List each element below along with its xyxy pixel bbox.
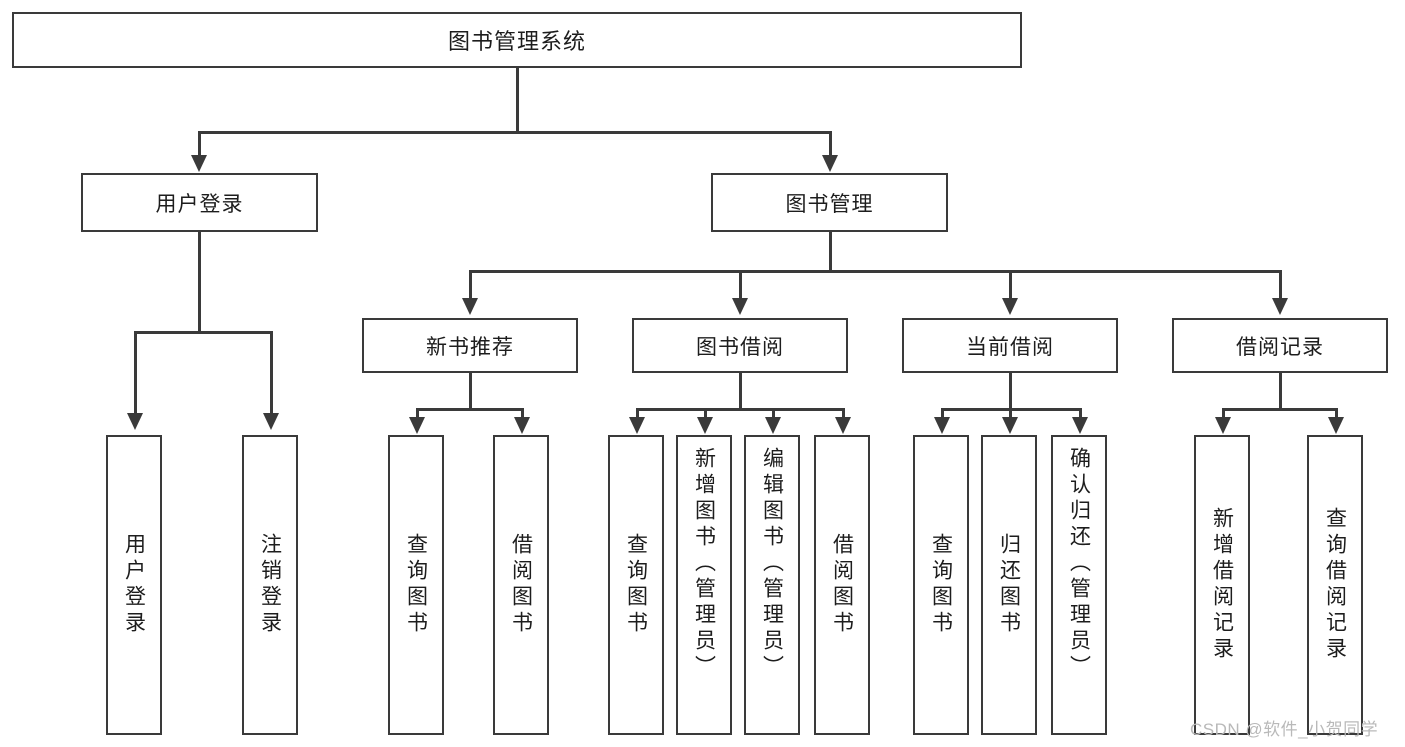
connector-drop-leaf-return-book bbox=[1009, 408, 1012, 419]
arrow-leaf-user-login bbox=[127, 413, 143, 430]
arrow-leaf-query-book-1 bbox=[409, 417, 425, 434]
connector-user-login-bus bbox=[134, 331, 272, 334]
arrow-borrow-record bbox=[1272, 298, 1288, 315]
node-leaf-confirm-return[interactable]: 确认归还（管理员） bbox=[1051, 435, 1107, 735]
arrow-leaf-borrow-book-2 bbox=[835, 417, 851, 434]
connector-drop-book-management bbox=[829, 131, 832, 157]
arrow-book-management bbox=[822, 155, 838, 172]
node-root-system[interactable]: 图书管理系统 bbox=[12, 12, 1022, 68]
arrow-leaf-return-book bbox=[1002, 417, 1018, 434]
connector-book-borrow-bus bbox=[636, 408, 844, 411]
connector-drop-new-book-recommend bbox=[469, 270, 472, 300]
connector-drop-leaf-confirm-return bbox=[1079, 408, 1082, 419]
connector-current-borrow-stem bbox=[1009, 373, 1012, 410]
arrow-leaf-borrow-book-1 bbox=[514, 417, 530, 434]
arrow-leaf-add-record bbox=[1215, 417, 1231, 434]
arrow-leaf-query-book-2 bbox=[629, 417, 645, 434]
connector-drop-leaf-query-book-1 bbox=[416, 408, 419, 419]
node-leaf-user-login[interactable]: 用户登录 bbox=[106, 435, 162, 735]
arrow-user-login bbox=[191, 155, 207, 172]
arrow-current-borrow bbox=[1002, 298, 1018, 315]
connector-level2-bus bbox=[198, 131, 832, 134]
arrow-leaf-logout bbox=[263, 413, 279, 430]
arrow-book-borrow bbox=[732, 298, 748, 315]
connector-borrow-record-bus bbox=[1222, 408, 1337, 411]
node-book-management[interactable]: 图书管理 bbox=[711, 173, 948, 232]
node-leaf-query-book-2[interactable]: 查询图书 bbox=[608, 435, 664, 735]
connector-drop-user-login bbox=[198, 131, 201, 157]
watermark-text: CSDN @软件_小贺同学 bbox=[1190, 720, 1379, 739]
node-leaf-query-book-1[interactable]: 查询图书 bbox=[388, 435, 444, 735]
connector-book-borrow-stem bbox=[739, 373, 742, 410]
node-leaf-add-book[interactable]: 新增图书（管理员） bbox=[676, 435, 732, 735]
arrow-leaf-edit-book bbox=[765, 417, 781, 434]
connector-drop-leaf-user-login bbox=[134, 331, 137, 415]
connector-new-book-recommend-bus bbox=[416, 408, 523, 411]
connector-root-stem bbox=[516, 68, 519, 131]
connector-drop-leaf-add-book bbox=[704, 408, 707, 419]
connector-user-login-stem bbox=[198, 232, 201, 333]
connector-drop-leaf-edit-book bbox=[772, 408, 775, 419]
node-borrow-record[interactable]: 借阅记录 bbox=[1172, 318, 1388, 373]
connector-drop-book-borrow bbox=[739, 270, 742, 300]
connector-level3-bus bbox=[469, 270, 1281, 273]
connector-drop-leaf-query-book-2 bbox=[636, 408, 639, 419]
arrow-leaf-query-record bbox=[1328, 417, 1344, 434]
arrow-new-book-recommend bbox=[462, 298, 478, 315]
node-leaf-logout[interactable]: 注销登录 bbox=[242, 435, 298, 735]
node-leaf-query-book-3[interactable]: 查询图书 bbox=[913, 435, 969, 735]
connector-borrow-record-stem bbox=[1279, 373, 1282, 410]
connector-drop-current-borrow bbox=[1009, 270, 1012, 300]
node-leaf-borrow-book-1[interactable]: 借阅图书 bbox=[493, 435, 549, 735]
arrow-leaf-add-book bbox=[697, 417, 713, 434]
node-new-book-recommend[interactable]: 新书推荐 bbox=[362, 318, 578, 373]
connector-new-book-recommend-stem bbox=[469, 373, 472, 410]
node-leaf-borrow-book-2[interactable]: 借阅图书 bbox=[814, 435, 870, 735]
node-current-borrow[interactable]: 当前借阅 bbox=[902, 318, 1118, 373]
connector-drop-leaf-logout bbox=[270, 331, 273, 415]
connector-drop-leaf-add-record bbox=[1222, 408, 1225, 419]
node-leaf-return-book[interactable]: 归还图书 bbox=[981, 435, 1037, 735]
node-user-login[interactable]: 用户登录 bbox=[81, 173, 318, 232]
connector-drop-leaf-borrow-book-2 bbox=[842, 408, 845, 419]
connector-drop-leaf-borrow-book-1 bbox=[521, 408, 524, 419]
arrow-leaf-query-book-3 bbox=[934, 417, 950, 434]
node-book-borrow[interactable]: 图书借阅 bbox=[632, 318, 848, 373]
node-leaf-query-record[interactable]: 查询借阅记录 bbox=[1307, 435, 1363, 735]
connector-book-management-stem bbox=[829, 232, 832, 272]
connector-drop-borrow-record bbox=[1279, 270, 1282, 300]
arrow-leaf-confirm-return bbox=[1072, 417, 1088, 434]
node-leaf-add-record[interactable]: 新增借阅记录 bbox=[1194, 435, 1250, 735]
node-leaf-edit-book[interactable]: 编辑图书（管理员） bbox=[744, 435, 800, 735]
connector-drop-leaf-query-record bbox=[1335, 408, 1338, 419]
connector-drop-leaf-query-book-3 bbox=[941, 408, 944, 419]
